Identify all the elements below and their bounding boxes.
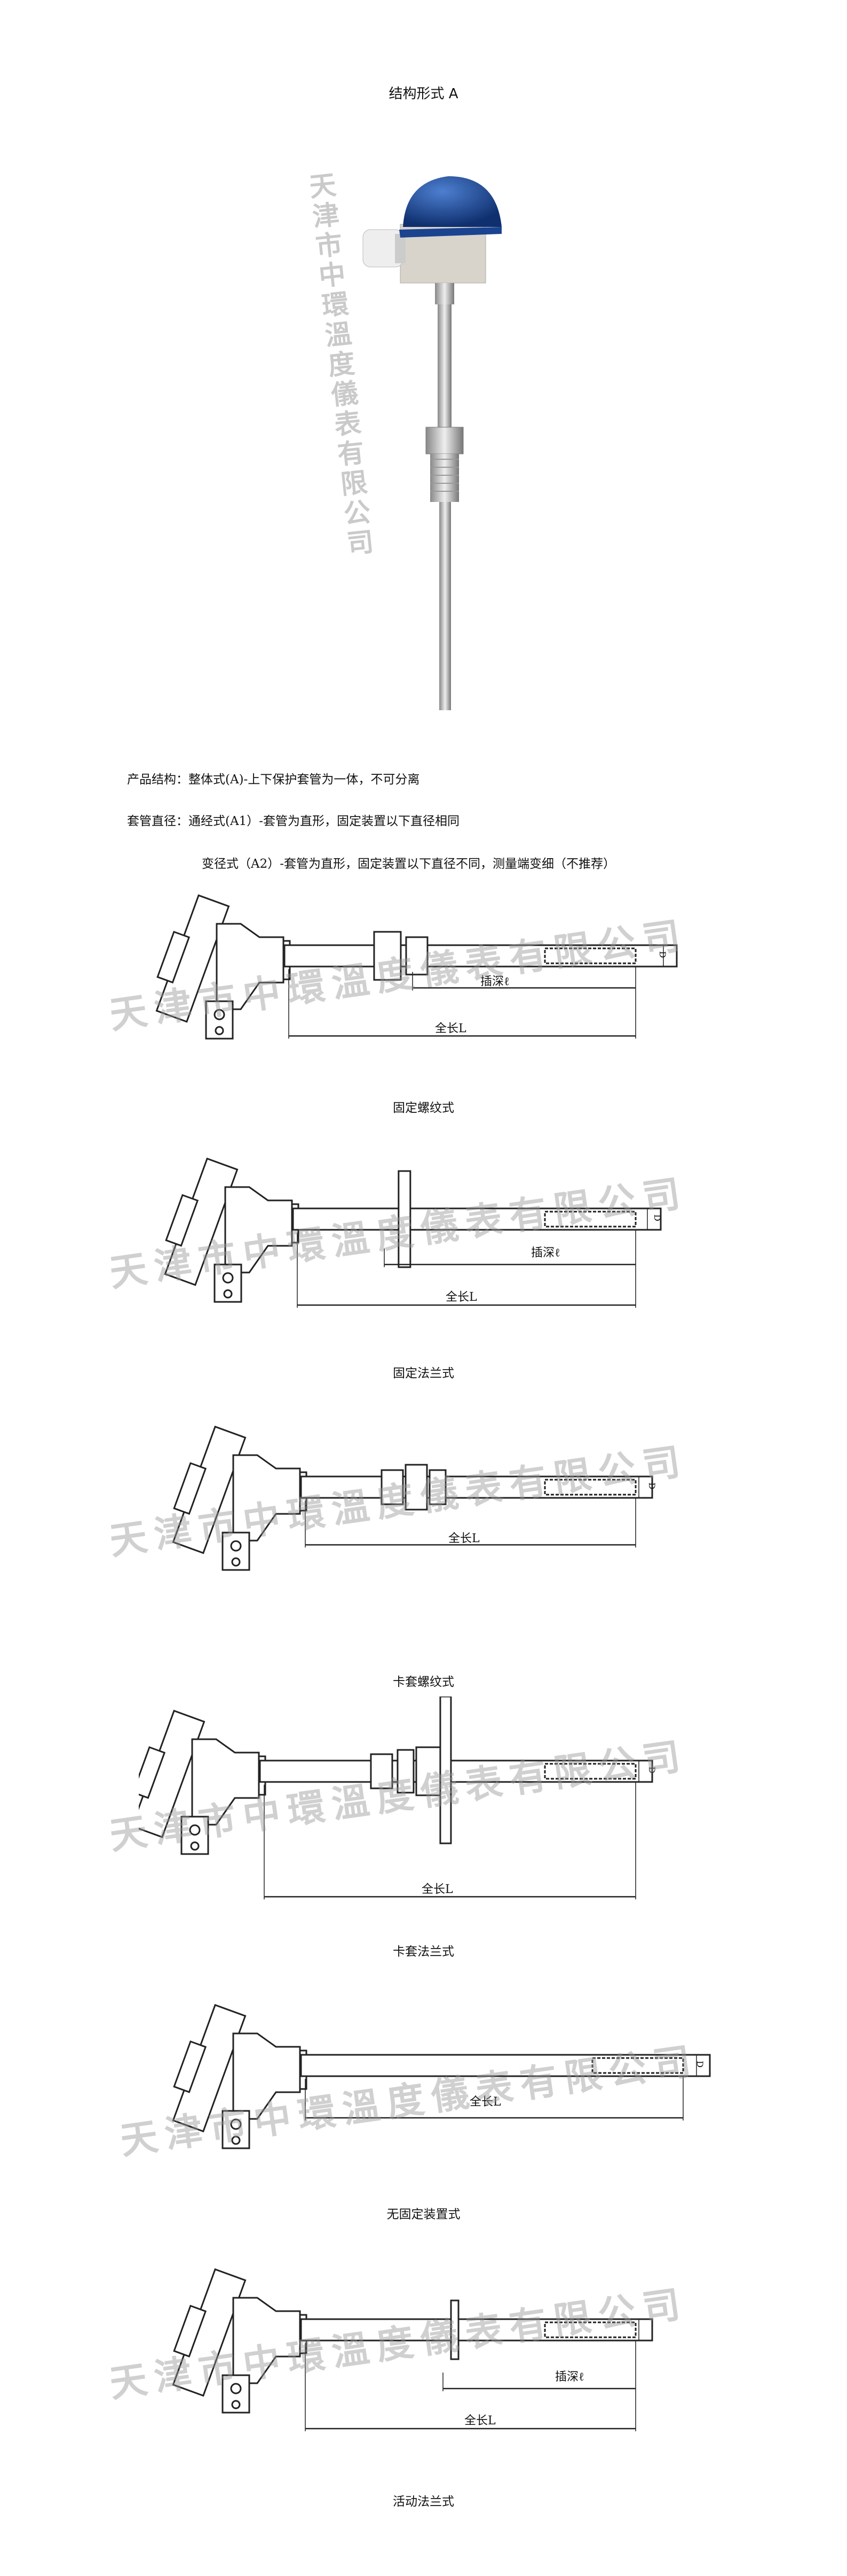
cover-latch-icon [173, 1462, 207, 1515]
terminal-head-icon [232, 1454, 301, 1542]
diameter-label: D [646, 1766, 657, 1773]
reduced-diameter-text: 变径式（A2）-套管为直形，固定装置以下直径不同，测量端变细（不推荐） [202, 857, 616, 871]
diagram-no-fixture: 全长L D 天津市中環溫度儀表有限公司 [117, 1991, 753, 2204]
hex-nut-icon [373, 931, 402, 981]
caption-fixed-flange: 固定法兰式 [393, 1366, 454, 1380]
sensor-sheath-icon [544, 1479, 637, 1496]
diameter-label: D [652, 1214, 662, 1221]
terminal-head-icon [232, 2032, 301, 2120]
sensor-sheath-icon [544, 947, 637, 964]
screw-icon [189, 1824, 201, 1836]
diagram-compression-thread: 全长L D 天津市中環溫度儀表有限公司 [107, 1412, 753, 1626]
movable-flange-icon [450, 2299, 460, 2360]
caption-compression-thread: 卡套螺纹式 [393, 1675, 454, 1689]
total-length-label: 全长L [470, 2095, 501, 2109]
sensor-sheath-icon [591, 2057, 684, 2074]
diameter-label: D [646, 1482, 657, 1489]
cover-latch-icon [156, 931, 191, 984]
total-length-label: 全长L [464, 2414, 496, 2428]
product-photo: 天津市中環溫度儀表有限公司 [304, 139, 534, 716]
screw-icon [230, 1540, 242, 1552]
thread-fitting-icon [429, 1469, 447, 1505]
cover-latch-icon [173, 2305, 207, 2358]
caption-compression-flange: 卡套法兰式 [393, 1945, 454, 1959]
insert-depth-label: 插深ℓ [531, 1246, 560, 1260]
cover-latch-icon [173, 2040, 207, 2093]
screw-icon [213, 1009, 225, 1020]
terminal-head-icon [232, 2297, 301, 2384]
page-title: 结构形式 A [389, 86, 458, 102]
diameter-label: D [694, 2061, 705, 2068]
diagram-compression-flange: 全长L D 天津市中環溫度儀表有限公司 [107, 1697, 753, 1910]
cover-latch-icon [165, 1194, 199, 1247]
ground-screw-icon [215, 1026, 224, 1035]
insert-depth-label: 插深ℓ [480, 975, 510, 988]
diagram-movable-flange: 插深ℓ 全长L 天津市中環溫度儀表有限公司 [107, 2255, 753, 2469]
sensor-sheath-icon [544, 1763, 637, 1780]
screw-icon [230, 2383, 242, 2394]
product-structure-text: 产品结构：整体式(A)-上下保护套管为一体，不可分离 [127, 773, 420, 787]
diagram-fixed-thread: 插深ℓ 全长L D 天津市中環溫度儀表有限公司 [107, 881, 753, 1095]
diagram-fixed-flange: 插深ℓ 全长L D 天津市中環溫度儀表有限公司 [107, 1144, 753, 1358]
total-length-label: 全长L [448, 1532, 480, 1545]
ground-screw-icon [231, 2135, 241, 2145]
total-length-label: 全长L [422, 1883, 453, 1896]
sensor-sheath-icon [544, 2321, 637, 2338]
flange-neck-icon [415, 1746, 441, 1796]
terminal-head-icon [216, 923, 284, 1010]
caption-movable-flange: 活动法兰式 [393, 2495, 454, 2509]
sensor-sheath-icon [544, 1211, 637, 1228]
compression-nut-icon [370, 1753, 393, 1789]
compression-nut-icon [381, 1469, 404, 1505]
tube-diameter-text: 套管直径：通经式(A1）-套管为直形，固定装置以下直径相同 [127, 814, 460, 828]
ground-screw-icon [231, 2400, 241, 2409]
screw-icon [222, 1272, 234, 1284]
thread-fitting-icon [405, 936, 429, 976]
caption-no-fixture: 无固定装置式 [386, 2208, 461, 2221]
ground-screw-icon [231, 1557, 241, 1567]
total-length-label: 全长L [435, 1022, 466, 1035]
terminal-head-icon [224, 1186, 293, 1274]
caption-fixed-thread: 固定螺纹式 [393, 1101, 454, 1115]
cover-latch-icon [139, 1746, 166, 1799]
insert-depth-label: 插深ℓ [555, 2370, 584, 2384]
flange-icon [398, 1170, 411, 1268]
hex-body-icon [405, 1464, 428, 1511]
hex-body-icon [397, 1749, 415, 1794]
ground-screw-icon [223, 1289, 233, 1299]
ground-screw-icon [190, 1841, 200, 1851]
flange-icon [439, 1697, 452, 1844]
screw-icon [230, 2118, 242, 2130]
total-length-label: 全长L [446, 1291, 477, 1304]
terminal-head-icon [191, 1738, 260, 1826]
diameter-label: D [657, 951, 668, 958]
